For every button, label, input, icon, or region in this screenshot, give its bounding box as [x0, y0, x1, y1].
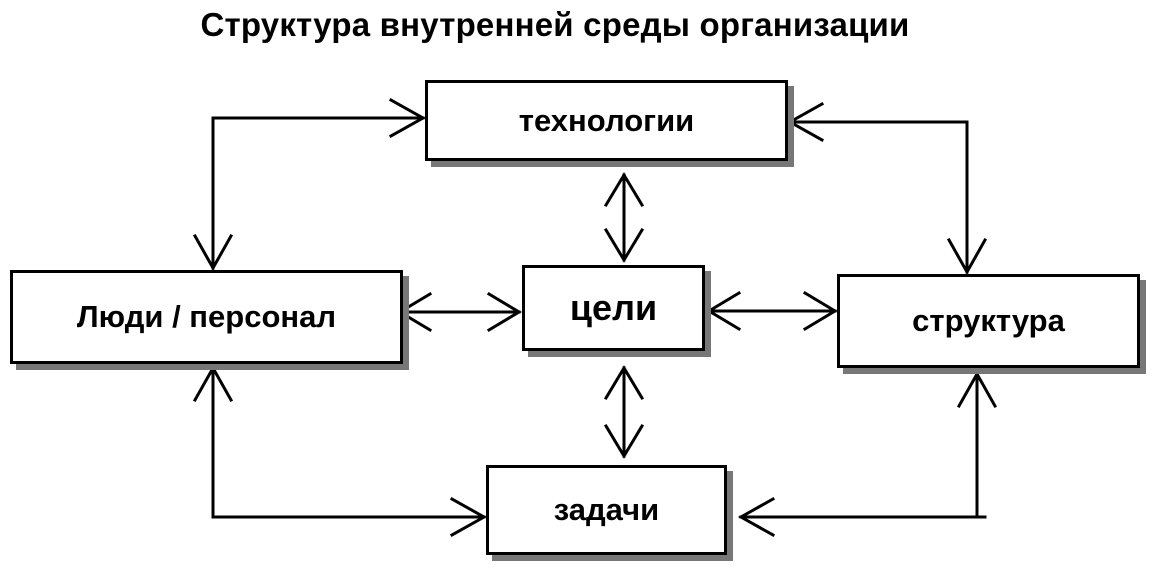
diagram-title: Структура внутренней среды организации	[200, 6, 910, 43]
node-tasks-label: задачи	[553, 492, 660, 527]
node-goals: цели	[522, 265, 705, 351]
node-structure-label: структура	[912, 303, 1065, 338]
edge-technologies-people	[192, 97, 427, 272]
edge-goals-tasks	[603, 365, 645, 459]
edge-people-tasks	[192, 364, 488, 538]
edge-technologies-goals	[603, 172, 645, 263]
edge-people-goals	[397, 291, 522, 333]
edge-structure-tasks	[737, 370, 998, 538]
edge-goals-structure	[706, 290, 838, 332]
edge-technologies-structure	[786, 101, 988, 276]
node-structure: структура	[837, 274, 1140, 368]
node-technologies-label: технологии	[518, 102, 695, 138]
node-people: Люди / персонал	[10, 270, 403, 364]
node-technologies: технологии	[425, 80, 788, 161]
node-tasks: задачи	[486, 465, 727, 555]
node-goals-label: цели	[569, 287, 658, 328]
node-people-label: Люди / персонал	[76, 299, 337, 334]
